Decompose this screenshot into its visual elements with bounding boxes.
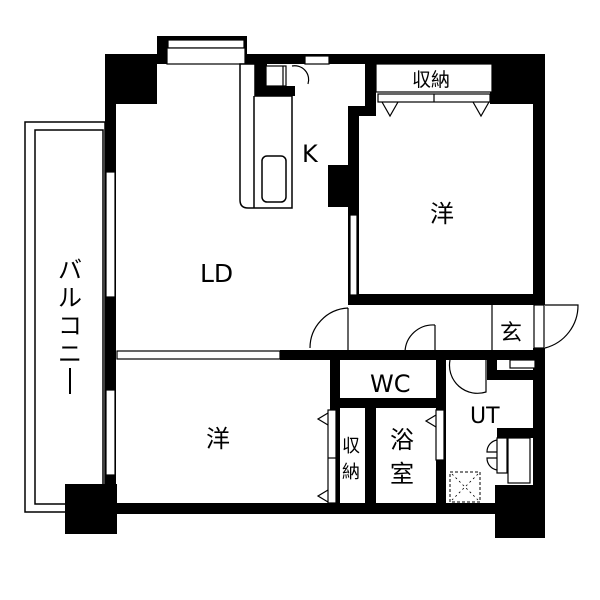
room-label-western-south: 洋 [206, 425, 230, 453]
room-label-toilet: WC [370, 370, 411, 398]
svg-text:ル: ル [58, 284, 82, 312]
windows [105, 39, 545, 476]
room-label-ld: LD [200, 259, 233, 288]
exterior-walls [65, 36, 545, 538]
svg-text:バ: バ [58, 256, 82, 284]
washing-machine-pan [449, 471, 481, 503]
room-label-kitchen: K [302, 140, 319, 168]
room-label-bath-1: 浴 [390, 426, 414, 454]
storage-north [375, 63, 493, 118]
room-label-utility: UT [470, 404, 500, 429]
entrance-lines [491, 305, 536, 484]
svg-text:コ: コ [58, 312, 82, 340]
room-label-storage-south-1: 収 [342, 436, 360, 457]
room-label-bath-2: 室 [390, 460, 414, 488]
doors [309, 304, 579, 471]
storage-south [316, 409, 445, 504]
room-label-western-north: 洋 [430, 200, 454, 228]
room-label-storage-north: 収納 [412, 69, 450, 91]
kitchen-counter [239, 63, 293, 209]
kitchen-sink [261, 155, 287, 203]
balcony-label: バ ル コ ニ [58, 256, 82, 394]
svg-text:ニ: ニ [58, 340, 82, 368]
room-label-storage-south-2: 納 [342, 462, 360, 483]
room-label-entrance: 玄 [500, 321, 522, 346]
kitchen-door [265, 65, 310, 87]
